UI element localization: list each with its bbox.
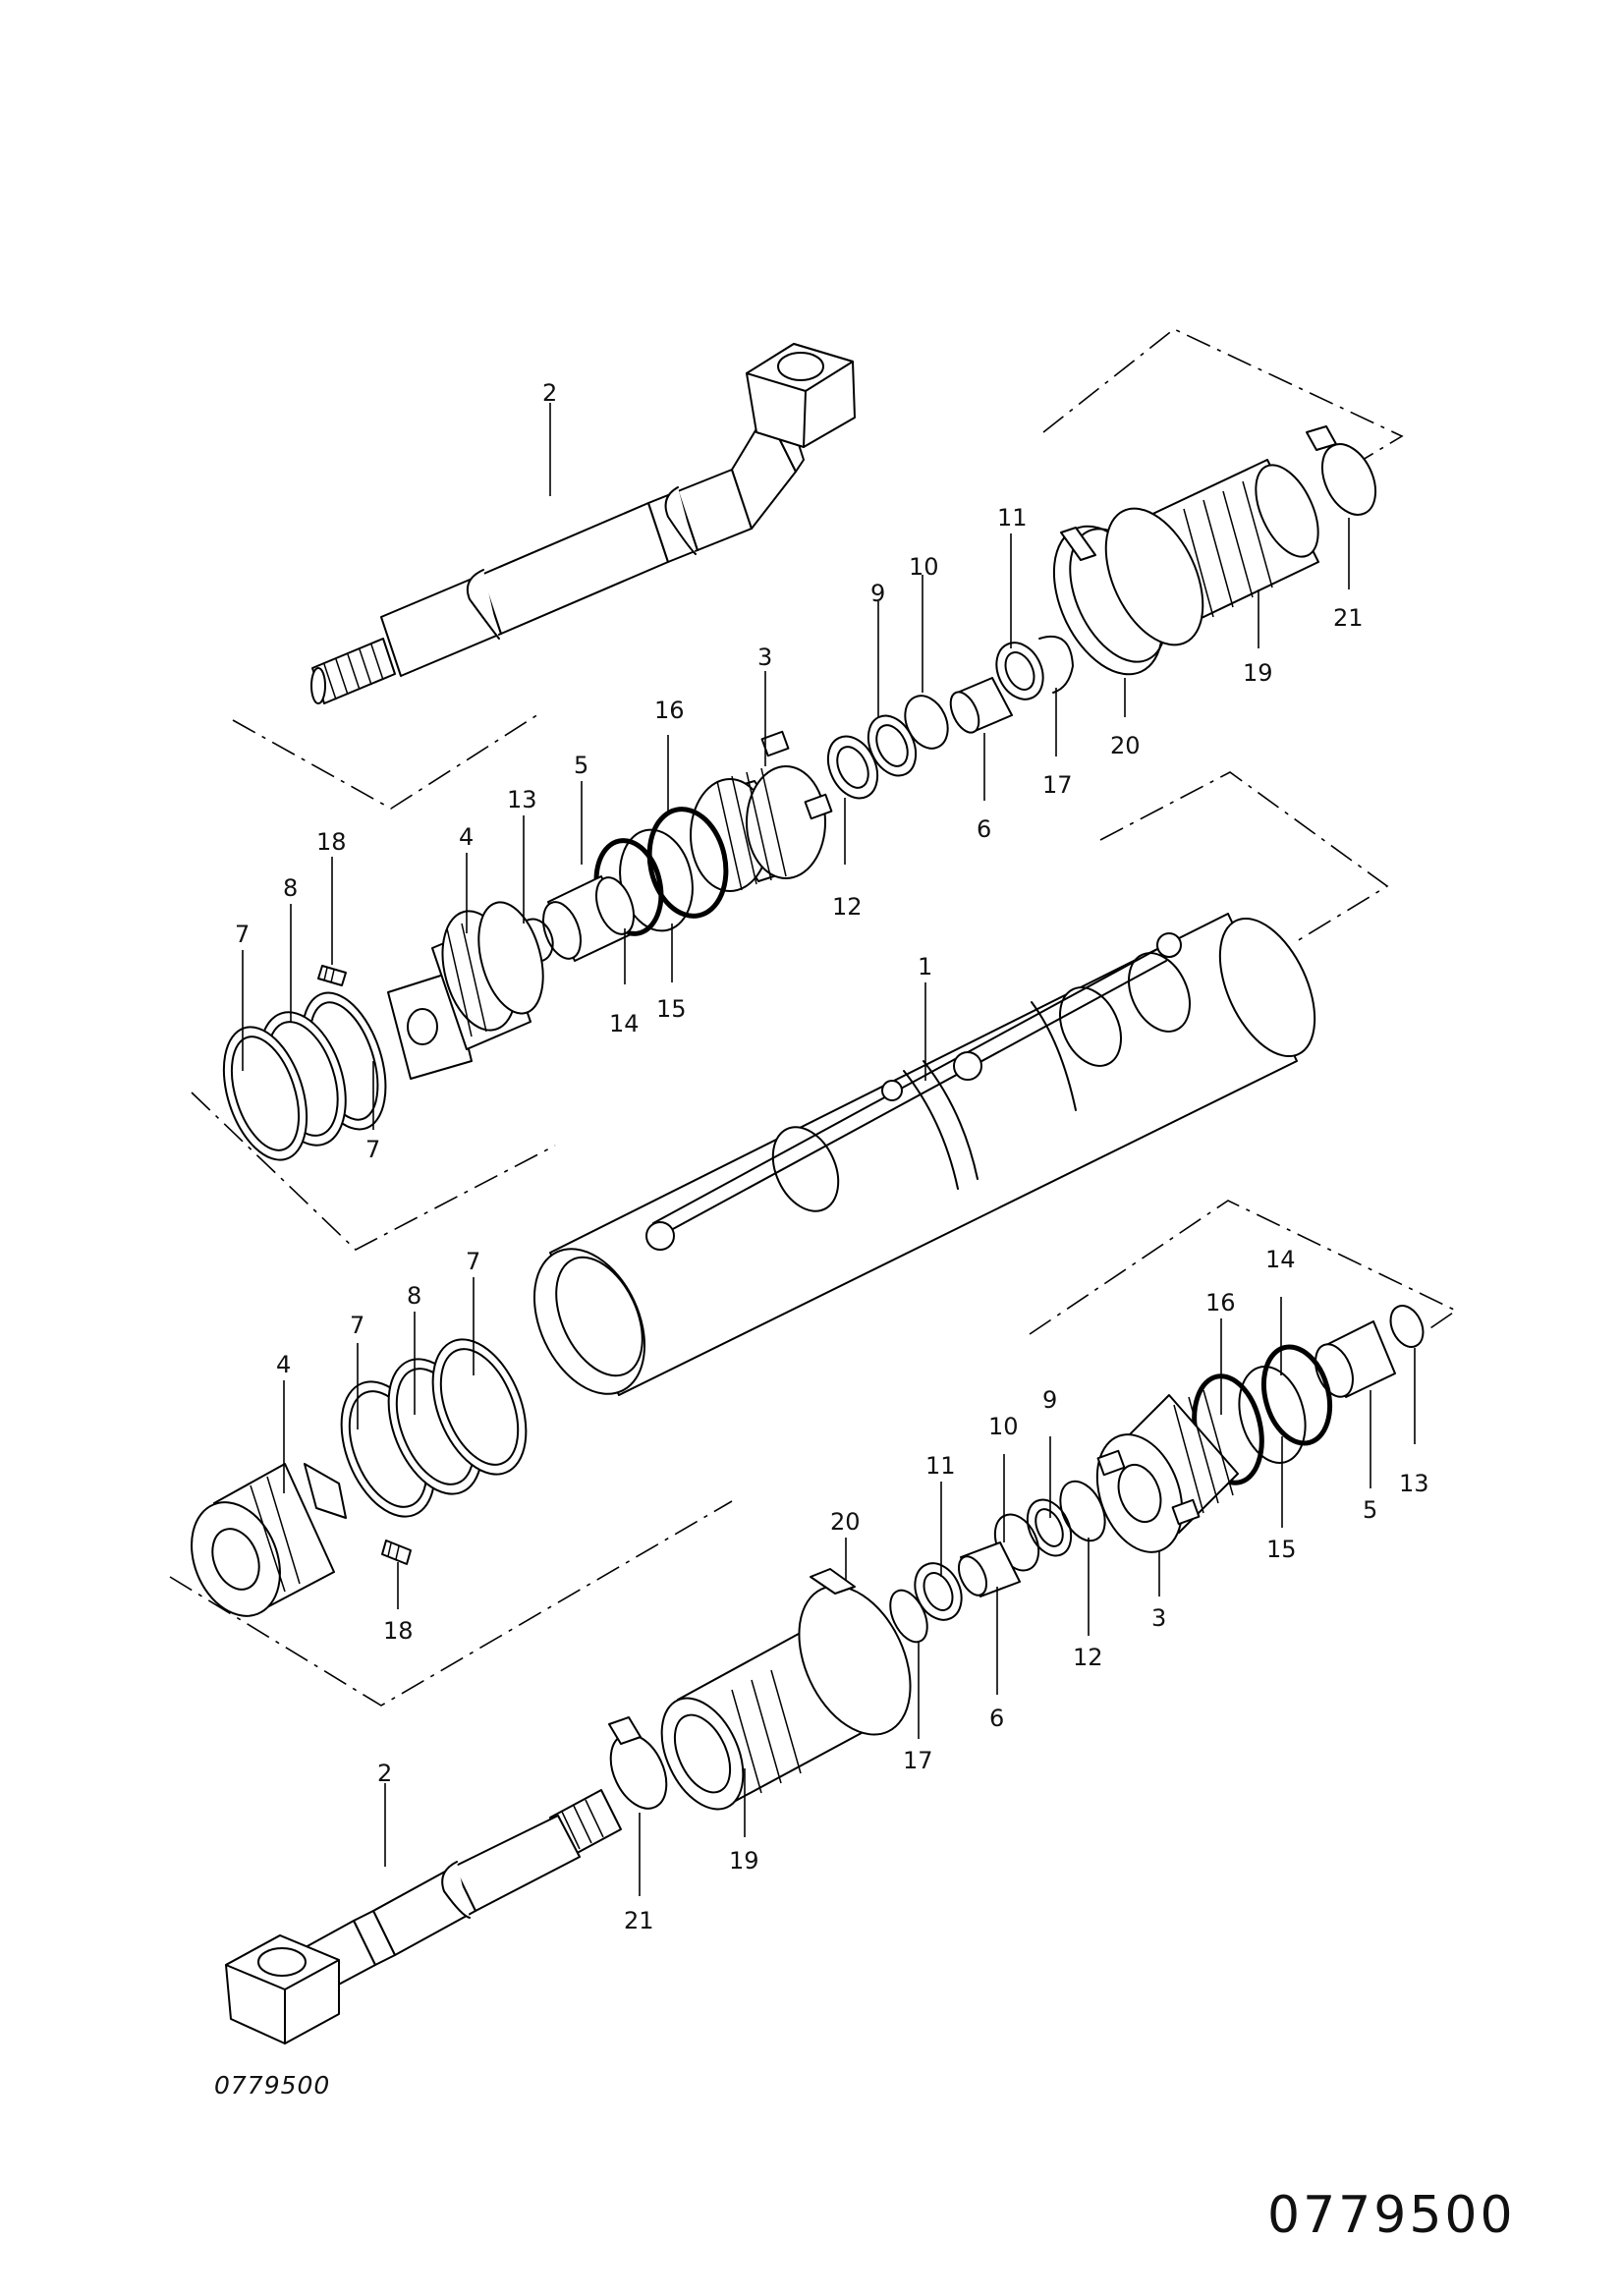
diagram-code-large: 0779500 (1267, 2186, 1516, 2245)
cylinder-tube (532, 913, 1316, 1396)
callout: 18 (383, 1617, 414, 1645)
upper-bushing-5 (542, 875, 635, 962)
callout: 20 (830, 1508, 861, 1536)
callout: 11 (997, 504, 1028, 532)
assembly-outlines (169, 328, 1458, 1707)
lower-ring-15 (1238, 1365, 1307, 1465)
callout: 8 (407, 1282, 421, 1310)
callout: 21 (1333, 604, 1364, 632)
callout: 14 (1265, 1246, 1296, 1273)
leader-lines (242, 403, 1416, 1896)
callout: 13 (507, 786, 537, 813)
callout: 15 (1266, 1536, 1297, 1563)
callout: 5 (1363, 1496, 1377, 1524)
callout: 14 (609, 1010, 640, 1037)
lower-ring-7b (431, 1338, 528, 1476)
lower-setscrew-18 (381, 1540, 412, 1565)
callout: 12 (832, 893, 863, 921)
upper-gland-parts (517, 425, 1377, 963)
callout: 17 (903, 1747, 933, 1774)
callout: 2 (377, 1760, 392, 1787)
upper-boot-19 (1104, 459, 1319, 646)
upper-bushing-6 (949, 677, 1013, 734)
callout: 9 (1042, 1386, 1057, 1414)
callout: 19 (1243, 659, 1273, 687)
callout: 16 (1205, 1289, 1236, 1316)
callout: 7 (350, 1312, 364, 1339)
callout: 20 (1110, 732, 1141, 759)
lower-ring-9 (1026, 1498, 1073, 1557)
callout: 1 (918, 953, 932, 980)
callout: 6 (989, 1705, 1004, 1732)
upper-ring-7a (222, 1026, 308, 1161)
upper-ring-10 (904, 695, 949, 750)
upper-setscrew-18 (317, 965, 347, 986)
lower-clamp-21 (608, 1716, 668, 1810)
lower-piston-4 (191, 1463, 347, 1617)
callout: 8 (283, 874, 298, 902)
callout: 18 (316, 828, 347, 856)
callout: 15 (656, 995, 687, 1023)
callout: 16 (654, 697, 685, 724)
lower-ring-12 (1059, 1480, 1106, 1542)
callout: 10 (909, 553, 939, 581)
lower-gland-3 (1095, 1389, 1239, 1553)
lower-piston-rod (225, 1789, 622, 2044)
upper-clamp-21 (1306, 425, 1377, 516)
callout: 21 (624, 1907, 654, 1934)
lower-bushing-6 (957, 1541, 1021, 1597)
callout: 13 (1399, 1470, 1429, 1497)
lower-ring-13 (1389, 1305, 1425, 1348)
callout: 5 (574, 752, 588, 779)
upper-rod-thread (310, 638, 396, 704)
callout: 9 (870, 580, 885, 607)
lower-bushing-5 (1314, 1320, 1396, 1398)
upper-piston-rod (310, 343, 856, 704)
callout: 7 (466, 1248, 480, 1275)
lower-boot-19 (660, 1585, 912, 1811)
lower-ring-17 (889, 1589, 928, 1644)
callout: 7 (235, 921, 250, 948)
callout: 4 (459, 823, 474, 851)
callout: 19 (729, 1847, 759, 1875)
lower-rod-eye (225, 1934, 340, 2044)
diagram-code-small: 0779500 (214, 2071, 331, 2100)
callout: 7 (365, 1136, 380, 1163)
upper-ring-17 (1038, 636, 1074, 694)
lower-clamp-20 (810, 1568, 856, 1595)
callout-numbers: 2 3 9 10 11 21 19 20 17 6 12 16 5 13 4 1… (235, 379, 1429, 1934)
callout: 2 (542, 379, 557, 407)
callout: 17 (1042, 771, 1073, 799)
callout: 12 (1073, 1644, 1103, 1671)
upper-piston-4 (387, 901, 544, 1080)
callout: 11 (925, 1452, 956, 1480)
callout: 6 (977, 815, 991, 843)
callout: 10 (988, 1413, 1019, 1440)
upper-head-end-parts (222, 901, 544, 1161)
lower-ring-14 (1260, 1344, 1333, 1446)
lower-head-end-parts (191, 1338, 528, 1617)
upper-ring-11 (995, 642, 1044, 700)
callout: 3 (757, 644, 772, 671)
callout: 4 (276, 1351, 291, 1378)
upper-gland-3 (690, 730, 833, 892)
lower-gland-parts (608, 1305, 1425, 1811)
upper-rod-eye (746, 343, 856, 448)
callout: 3 (1151, 1604, 1166, 1632)
upper-oring-16 (646, 807, 729, 919)
